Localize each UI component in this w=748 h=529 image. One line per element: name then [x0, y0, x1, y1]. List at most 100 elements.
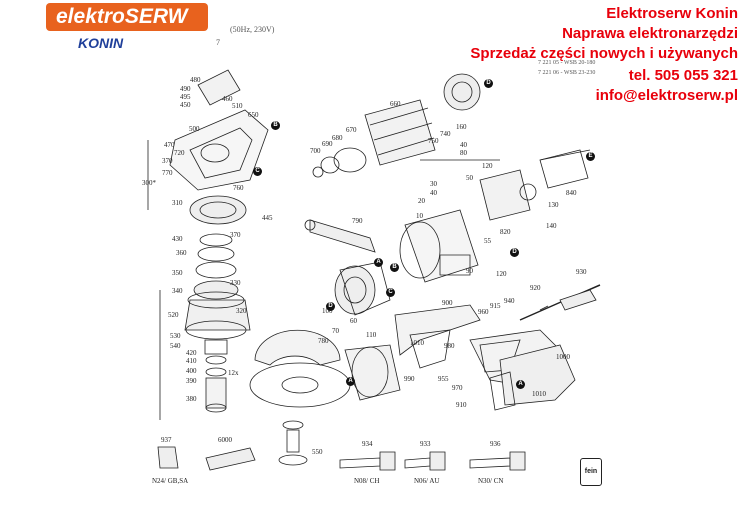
reference-bubble: A	[346, 377, 355, 386]
part-label: 480	[190, 76, 201, 84]
promo-service: Naprawa elektronarzędzi	[562, 25, 738, 42]
part-label: 934	[362, 440, 373, 448]
part-label: 930	[576, 268, 587, 276]
part-label: 370	[162, 157, 173, 165]
part-label: 1010	[532, 390, 546, 398]
part-label: 650	[248, 111, 259, 119]
part-label: 470	[164, 141, 175, 149]
brand-logo-text: elektroSERW	[56, 5, 188, 28]
promo-parts: Sprzedaż części nowych i używanych	[470, 45, 738, 62]
side-handle	[304, 219, 376, 253]
brand-location: KONIN	[78, 35, 124, 51]
reference-bubble: D	[510, 248, 519, 257]
part-label: 60	[350, 317, 357, 325]
part-label: 990	[404, 375, 415, 383]
part-label: 50	[466, 174, 473, 182]
part-label: 915	[490, 302, 501, 310]
part-label: 140	[546, 222, 557, 230]
part-label: 90	[466, 267, 473, 275]
part-label: 410	[186, 357, 197, 365]
brush-holder-assembly	[420, 149, 591, 221]
part-label: 840	[566, 189, 577, 197]
part-label: 340	[172, 287, 183, 295]
part-label: 460	[222, 95, 233, 103]
part-label: 445	[262, 214, 273, 222]
model-variant-2: 7 221 06 - WSB 23-230	[538, 70, 596, 76]
plug-variant-label: N30/ CN	[478, 477, 504, 485]
part-label: 720	[174, 149, 185, 157]
part-label: 320	[236, 307, 247, 315]
part-label: 790	[352, 217, 363, 225]
part-label: 400	[186, 367, 197, 375]
part-label: 780	[318, 337, 329, 345]
part-label: 490	[180, 85, 191, 93]
reference-bubble: A	[516, 380, 525, 389]
part-label: 770	[162, 169, 173, 177]
part-label: 55	[484, 237, 491, 245]
part-label: 30	[430, 180, 437, 188]
part-label: 980	[444, 342, 455, 350]
promo-email: info@elektroserw.pl	[595, 87, 738, 104]
part-label: 680	[332, 134, 343, 142]
part-label: 500	[189, 125, 200, 133]
part-label: 10	[416, 212, 423, 220]
part-label: 1000	[556, 353, 570, 361]
part-label: 120	[496, 270, 507, 278]
part-label: 310	[172, 199, 183, 207]
part-label: 100	[322, 307, 333, 315]
part-label: 760	[233, 184, 244, 192]
catalog-number: 7	[216, 38, 220, 47]
part-label: 1010	[410, 339, 424, 347]
part-label: 540	[170, 342, 181, 350]
part-label: 450	[180, 101, 191, 109]
part-label: 933	[420, 440, 431, 448]
part-label: 550	[312, 448, 323, 456]
part-label: 740	[440, 130, 451, 138]
part-label: 750	[428, 137, 439, 145]
part-label: 6000	[218, 436, 232, 444]
part-label: 955	[438, 375, 449, 383]
part-label: 120	[482, 162, 493, 170]
part-label: 530	[170, 332, 181, 340]
part-label: 900	[442, 299, 453, 307]
plug-variants	[157, 446, 526, 471]
part-label: 70	[332, 327, 339, 335]
part-label: 970	[452, 384, 463, 392]
armature-assembly	[312, 73, 481, 283]
part-label: 420	[186, 349, 197, 357]
motor-housing	[344, 344, 401, 401]
wheel-guard	[249, 329, 351, 466]
part-label: 670	[346, 126, 357, 134]
brand-logo	[46, 3, 208, 31]
manufacturer-logo: fein	[580, 458, 602, 486]
reference-bubble: D	[326, 302, 335, 311]
part-label: 495	[180, 93, 191, 101]
part-label: 12x	[228, 369, 239, 377]
part-label: 300*	[142, 179, 156, 187]
part-label: 80	[460, 149, 467, 157]
part-label: 350	[172, 269, 183, 277]
reference-bubble: D	[484, 79, 493, 88]
part-label: 510	[232, 102, 243, 110]
model-voltage-line: (50Hz, 230V)	[230, 25, 275, 34]
reference-bubble: A	[374, 258, 383, 267]
reference-bubble: B	[271, 121, 280, 130]
part-label: 520	[168, 311, 179, 319]
model-variant-1: 7 221 05 - WSB 20-180	[538, 60, 596, 66]
plug-variant-label: N06/ AU	[414, 477, 440, 485]
part-label: 960	[478, 308, 489, 316]
part-label: 430	[172, 235, 183, 243]
part-label: 700	[310, 147, 321, 155]
part-label: 660	[390, 100, 401, 108]
part-label: 910	[456, 401, 467, 409]
reference-bubble: E	[586, 152, 595, 161]
reference-bubble: B	[390, 263, 399, 272]
part-label: 370	[230, 231, 241, 239]
gear-head-assembly	[147, 69, 269, 420]
plug-variant-label: N24/ GB,SA	[152, 477, 189, 485]
part-label: 937	[161, 436, 172, 444]
part-label: 820	[500, 228, 511, 236]
reference-bubble: C	[386, 288, 395, 297]
part-label: 940	[504, 297, 515, 305]
part-label: 110	[366, 331, 377, 339]
